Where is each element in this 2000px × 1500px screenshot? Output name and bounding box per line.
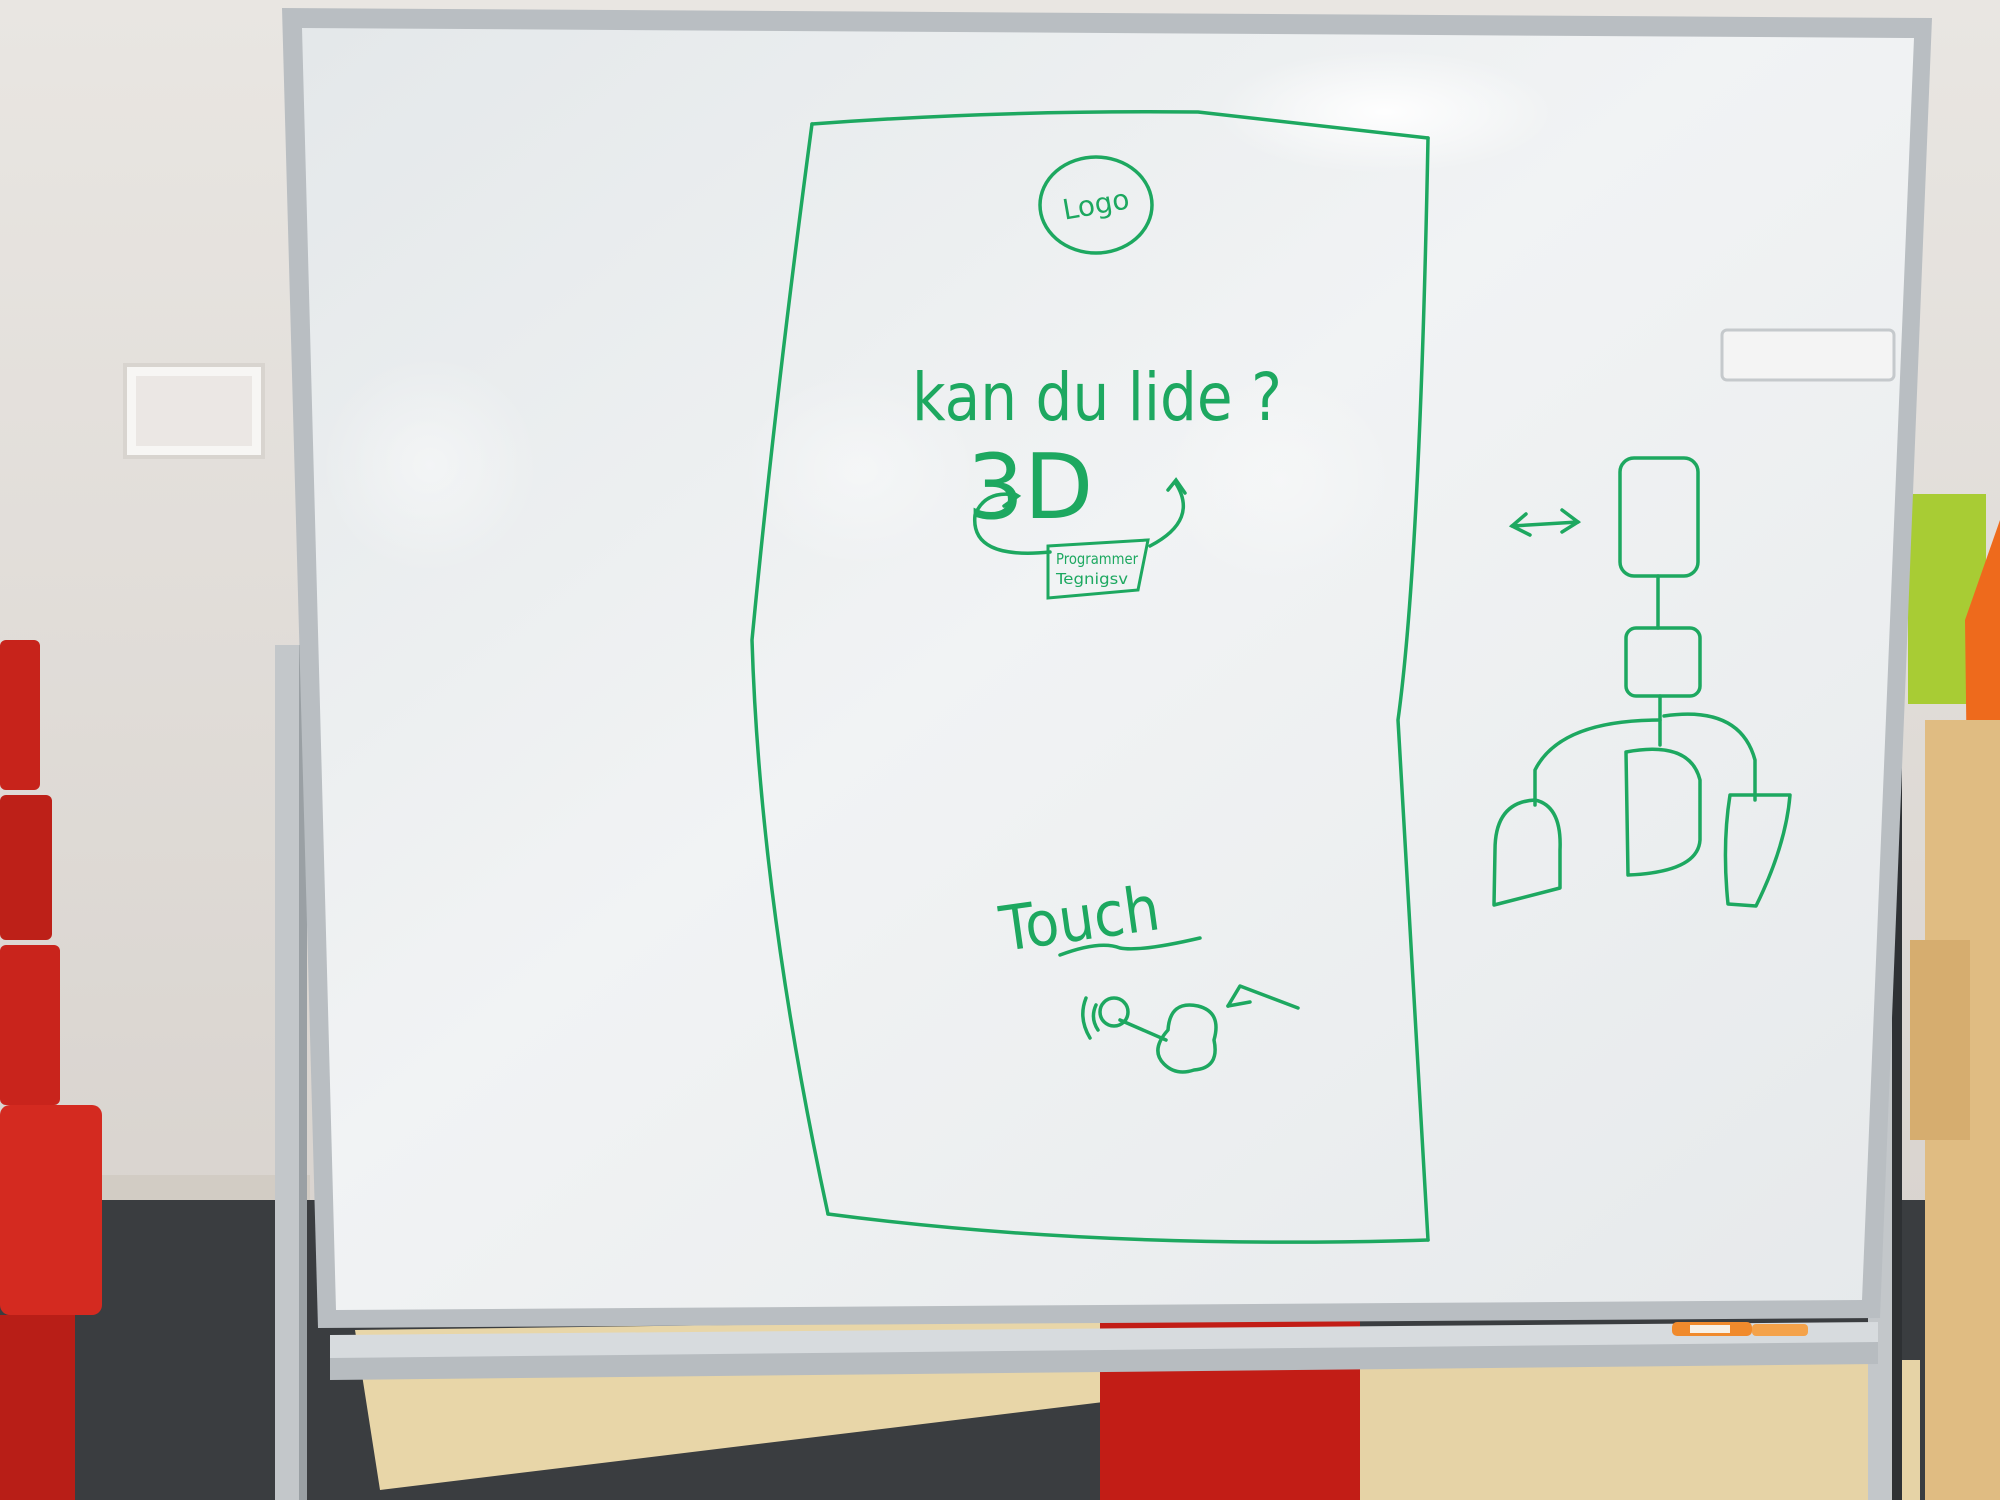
cabinet-panel [1910,940,1970,1140]
marker-tray-lip [330,1342,1878,1380]
programs-box: Programmer Tegnigsv [1046,538,1150,600]
programs-line1: Programmer [1056,550,1139,568]
programs-line2: Tegnigsv [1055,570,1128,588]
flowchart-icon [1492,456,1792,908]
three-d-text: 3D [967,435,1094,540]
wall-frame-inner [136,376,252,446]
marker-pen [1672,1322,1808,1336]
board-glare-soft [320,355,540,575]
swipe-arrow-icon [1226,984,1300,1010]
rotate-arrows-icon [973,477,1187,555]
touch-hand-icon [1058,936,1218,1074]
board-glare-soft-2 [740,370,980,570]
board-glare-soft-3 [1160,370,1400,590]
board-surface [302,28,1914,1310]
stand-right-post-shadow [1892,638,1902,1500]
stand-left-post-shadow [299,645,307,1500]
red-chair [0,640,102,1500]
question-text: kan du lide ? [912,359,1282,436]
board-glare [1215,50,1555,174]
table-right [1360,1360,1920,1500]
double-arrow-icon [1508,508,1582,537]
logo-circle-icon [1038,155,1154,255]
phone-mockup-sketch [750,110,1430,1244]
eraser [1720,328,1896,382]
